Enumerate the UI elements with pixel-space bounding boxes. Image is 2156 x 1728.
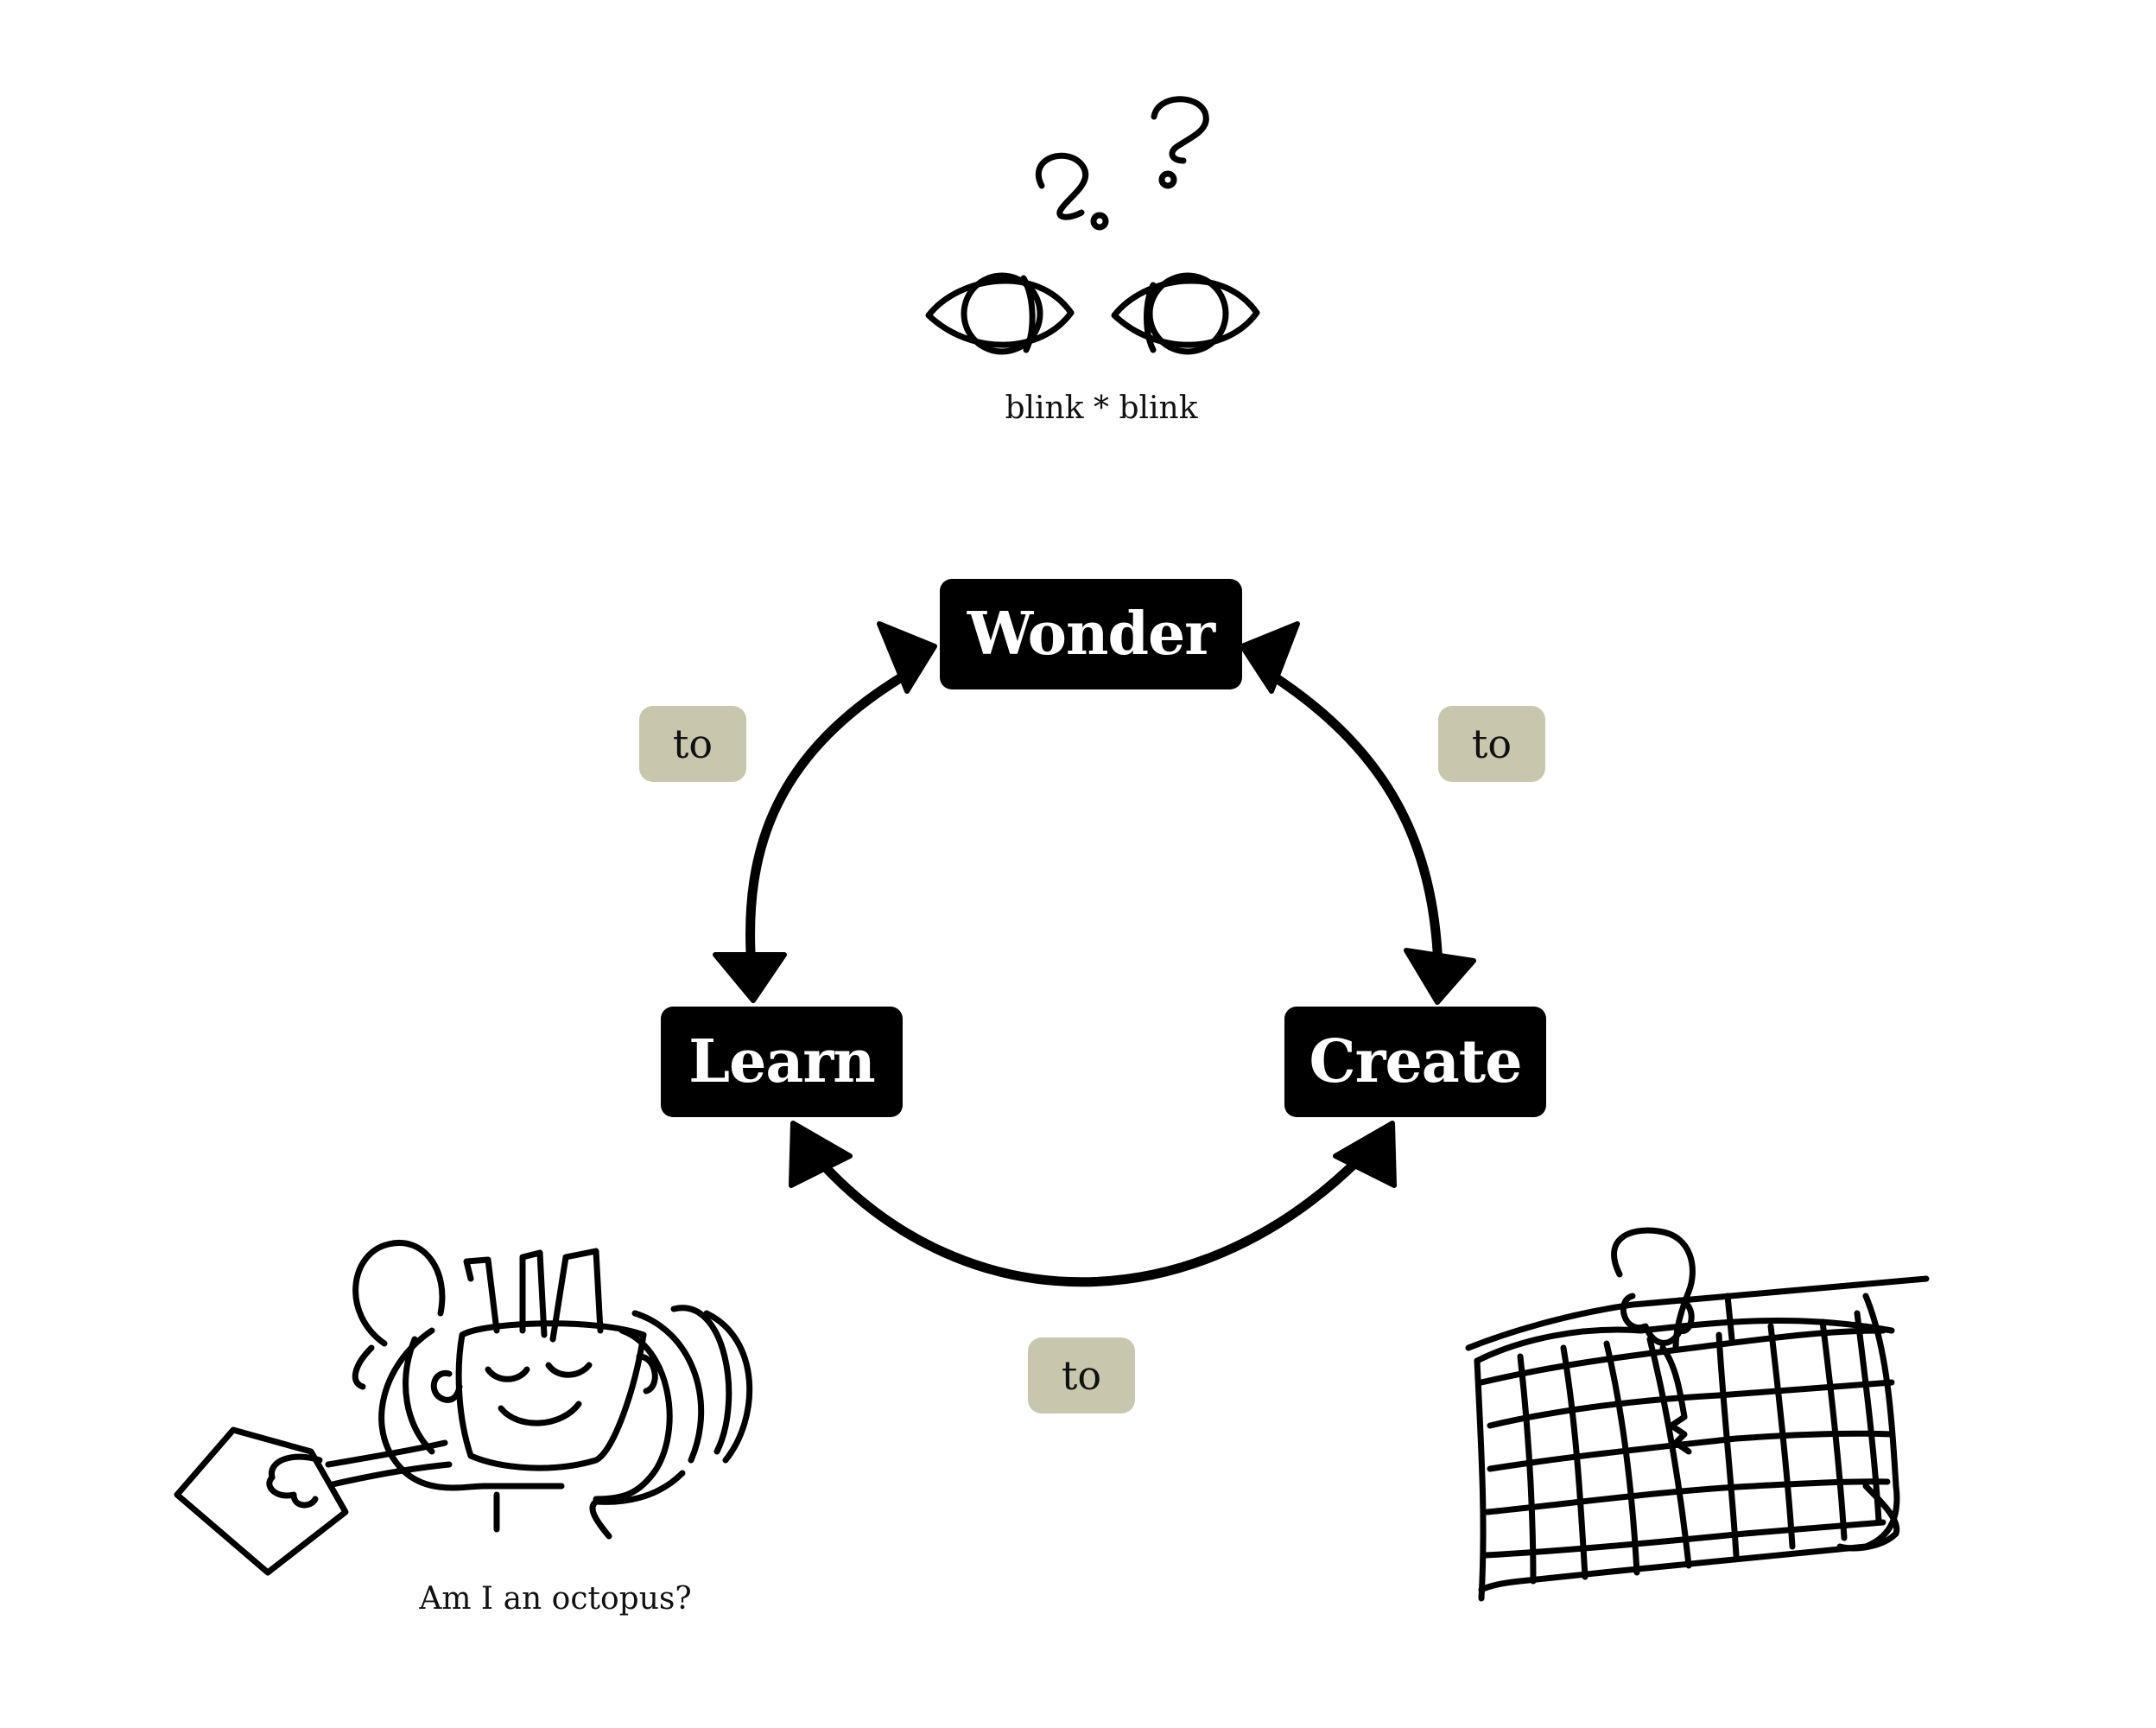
node-create: Create — [1284, 1007, 1546, 1117]
arrowhead-learn-top — [713, 952, 787, 1003]
arrowhead-wonder-left — [877, 621, 937, 694]
edge-label-wonder-create: to — [1438, 706, 1545, 782]
eyes-caption: blink * blink — [1005, 391, 1198, 426]
edge-wonder-learn — [745, 669, 912, 973]
node-learn: Learn — [661, 1007, 903, 1117]
edge-wonder-create — [1265, 669, 1443, 973]
edge-label-wonder-learn: to — [639, 706, 746, 782]
left-eye — [925, 272, 1075, 355]
right-eye — [1111, 272, 1260, 355]
arrowhead-create-top — [1404, 948, 1476, 1005]
octopus-caption: Am I an octopus? — [419, 1581, 692, 1617]
arrowhead-create-bottom — [1333, 1121, 1397, 1188]
arrowhead-wonder-right — [1240, 621, 1300, 694]
edge-label-learn-create: to — [1028, 1337, 1135, 1414]
node-wonder: Wonder — [940, 579, 1242, 689]
edge-learn-create — [815, 1157, 1361, 1287]
arrowhead-learn-bottom — [789, 1121, 853, 1188]
